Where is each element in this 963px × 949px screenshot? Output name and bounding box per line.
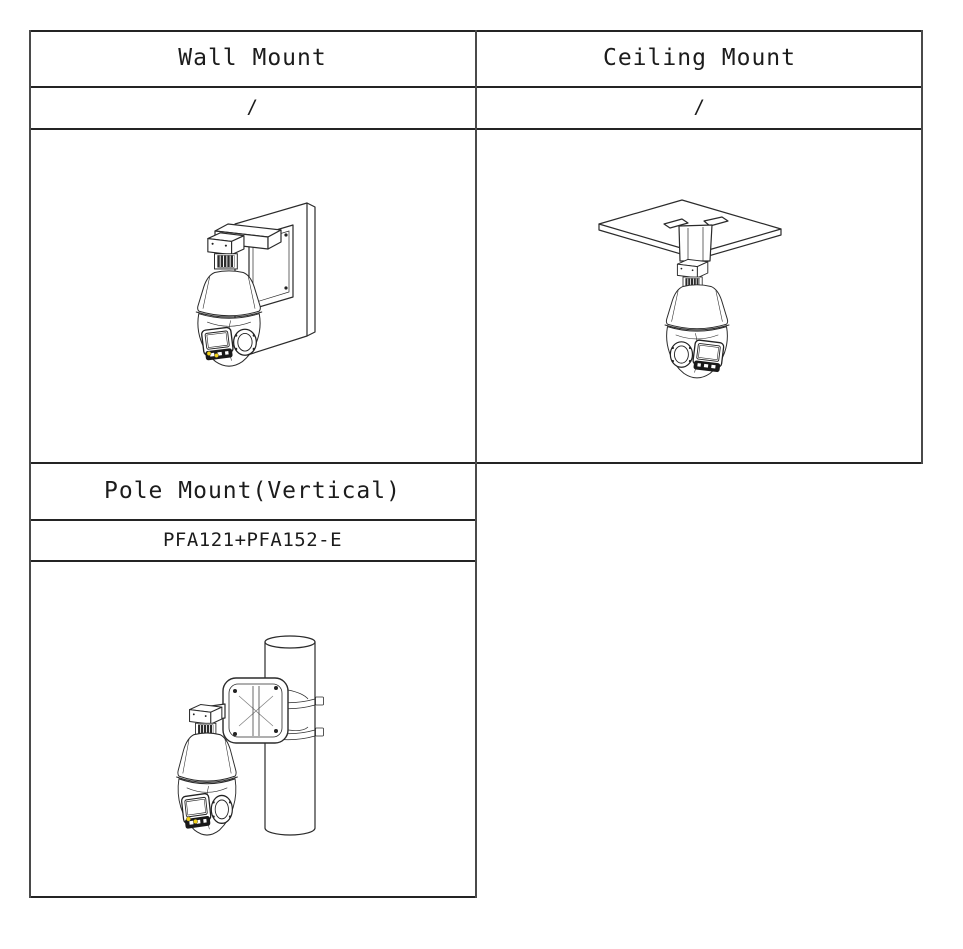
row-line-5-left (29, 560, 477, 562)
pole-mount-header: Pole Mount(Vertical) (104, 477, 401, 504)
row-line-4-left (29, 519, 477, 521)
column-divider (475, 30, 477, 898)
wall-mount-illustration (29, 128, 476, 462)
table-border-left (29, 30, 31, 898)
wall-mount-model: / (246, 96, 259, 118)
ceiling-mount-illustration (476, 128, 923, 462)
ceiling-mount-header: Ceiling Mount (602, 45, 796, 71)
pole-mount-model: PFA121+PFA152-E (162, 528, 343, 551)
pole-mount-illustration (29, 560, 476, 897)
ceiling-mount-model: / (693, 96, 706, 118)
table-border-bottom-left (29, 896, 477, 898)
wall-mount-header: Wall Mount (178, 45, 327, 71)
table-border-right (921, 30, 923, 464)
